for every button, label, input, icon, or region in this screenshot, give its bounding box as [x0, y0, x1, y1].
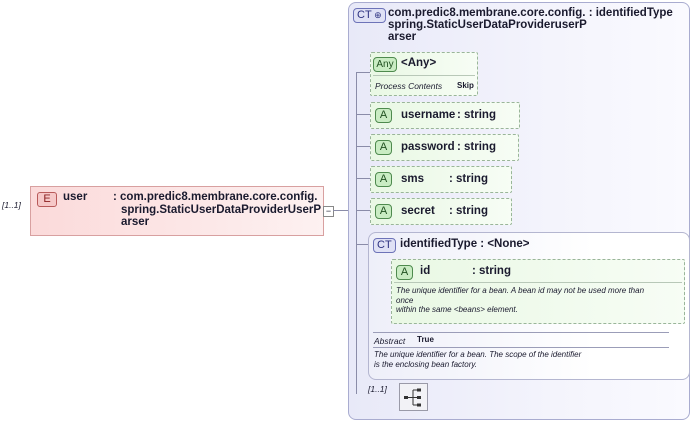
attribute-type: : string: [457, 109, 496, 121]
attribute-type: : string: [472, 265, 511, 277]
any-label: <Any>: [401, 57, 437, 69]
sequence-occurrence: [1..1]: [368, 384, 387, 394]
attribute-username[interactable]: A username : string: [370, 102, 520, 129]
identified-type-doc: The unique identifier for a bean. The sc…: [374, 350, 582, 369]
attribute-badge: A: [396, 265, 413, 280]
tick-username: [356, 114, 370, 115]
any-process-label: Process Contents: [375, 81, 443, 91]
attribute-name: sms: [401, 173, 425, 185]
attribute-name: id: [420, 265, 431, 277]
any-badge: Any: [373, 57, 397, 72]
connector-line: [333, 210, 358, 211]
attribute-type: : string: [449, 173, 488, 185]
attribute-badge: A: [375, 108, 392, 123]
identified-type-badge: CT: [373, 238, 396, 253]
sequence-compositor-icon[interactable]: [399, 383, 428, 411]
complex-type-title: com.predic8.membrane.core.config. : iden…: [388, 7, 673, 43]
any-process-value: Skip: [457, 81, 474, 90]
tick-sms: [356, 178, 370, 179]
collapse-toggle-icon[interactable]: −: [323, 206, 334, 217]
attribute-type: : string: [457, 141, 496, 153]
attribute-id[interactable]: A id : string The unique identifier for …: [391, 259, 685, 324]
abstract-bottom-rule: [373, 347, 669, 348]
attribute-name: secret: [401, 205, 435, 217]
attribute-badge: A: [375, 140, 392, 155]
identified-type-box[interactable]: CT identifiedType : <None> A id : string…: [368, 232, 690, 380]
abstract-top-rule: [373, 332, 669, 333]
abstract-label: Abstract: [374, 336, 406, 346]
attribute-name: password: [401, 141, 455, 153]
attribute-type: : string: [449, 205, 488, 217]
tick-identified: [356, 244, 370, 245]
tick-secret: [356, 210, 370, 211]
identified-type-title: identifiedType : <None>: [400, 238, 530, 250]
attribute-id-divider: [394, 282, 682, 283]
element-occurrence: [1..1]: [2, 200, 21, 210]
attribute-secret[interactable]: A secret : string: [370, 198, 512, 225]
attribute-name: username: [401, 109, 456, 121]
element-type: : com.predic8.membrane.core.config. spri…: [113, 191, 322, 228]
element-badge: E: [37, 192, 57, 207]
attribute-badge: A: [375, 172, 392, 187]
complex-type-badge: CT ⊕: [353, 8, 386, 23]
tick-password: [356, 146, 370, 147]
attribute-password[interactable]: A password : string: [370, 134, 519, 161]
attribute-badge: A: [375, 204, 392, 219]
any-divider: [373, 75, 475, 76]
sequence-spine: [356, 72, 357, 394]
tick-any: [356, 72, 370, 73]
element-user-box[interactable]: E user : com.predic8.membrane.core.confi…: [30, 186, 324, 236]
attribute-id-doc: The unique identifier for a bean. A bean…: [396, 286, 645, 314]
abstract-value: True: [417, 335, 434, 344]
any-attribute-box[interactable]: Any <Any> Process Contents Skip: [370, 52, 478, 96]
attribute-sms[interactable]: A sms : string: [370, 166, 512, 193]
element-name: user: [63, 191, 88, 203]
